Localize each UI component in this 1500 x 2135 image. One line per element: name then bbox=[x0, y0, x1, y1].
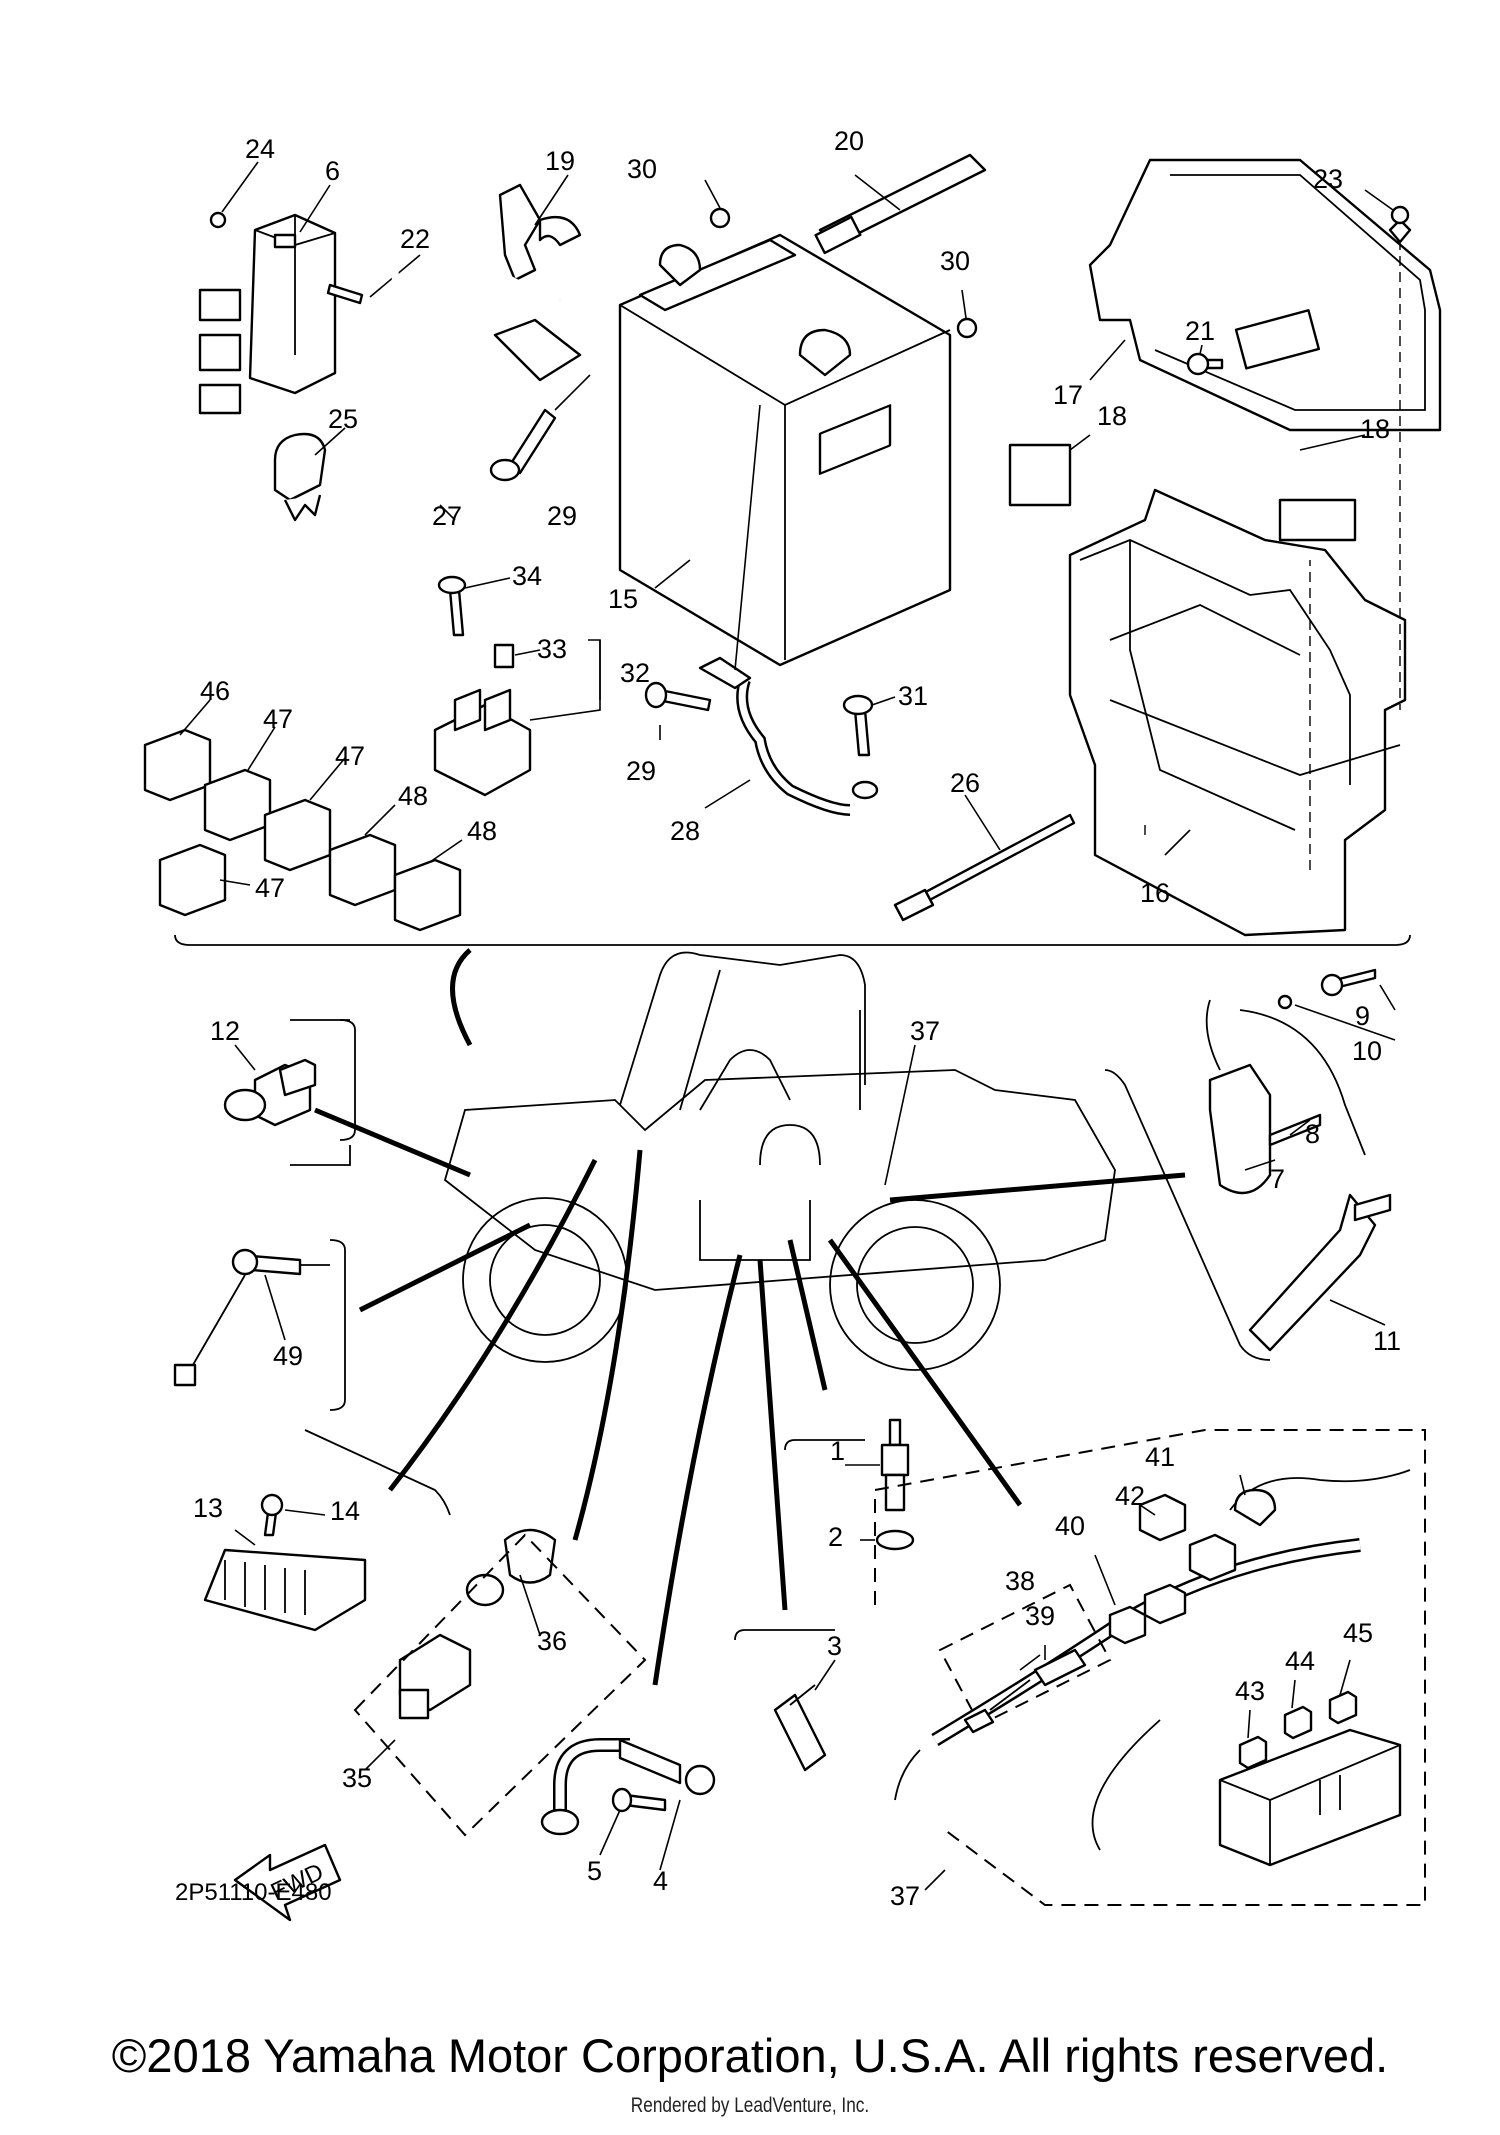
callout-1: 1 bbox=[830, 1436, 845, 1466]
callout-43: 43 bbox=[1235, 1676, 1265, 1706]
callout-14: 14 bbox=[330, 1496, 360, 1526]
callout-37b: 37 bbox=[890, 1881, 920, 1911]
callout-4: 4 bbox=[653, 1866, 668, 1896]
callout-16: 16 bbox=[1140, 878, 1170, 908]
battery-box-cover bbox=[1088, 158, 1442, 432]
callout-28: 28 bbox=[670, 816, 700, 846]
neutral-switch bbox=[398, 1528, 557, 1720]
callout-34: 34 bbox=[512, 561, 542, 591]
callout-8: 8 bbox=[1305, 1119, 1320, 1149]
callout-17: 17 bbox=[1053, 380, 1083, 410]
callout-26: 26 bbox=[950, 768, 980, 798]
sub-harness-39 bbox=[963, 1648, 1087, 1734]
callout-9: 9 bbox=[1355, 1001, 1370, 1031]
callout-31: 31 bbox=[898, 681, 928, 711]
bolt bbox=[489, 408, 557, 482]
drawing-code: 2P51110-E480 bbox=[175, 1879, 332, 1906]
callout-18b: 18 bbox=[1360, 414, 1390, 444]
callout-2: 2 bbox=[828, 1522, 843, 1552]
switch-12 bbox=[223, 1058, 317, 1127]
vehicle-outline bbox=[443, 951, 1116, 1371]
callout-47b: 47 bbox=[335, 741, 365, 771]
callout-27: 27 bbox=[432, 501, 462, 531]
battery-lead bbox=[698, 404, 879, 816]
spark-plug bbox=[875, 1418, 915, 1551]
callout-19: 19 bbox=[545, 146, 575, 176]
cable-clamp bbox=[498, 183, 582, 282]
callout-11: 11 bbox=[1373, 1326, 1401, 1356]
rendered-by-notice: Rendered by LeadVenture, Inc. bbox=[630, 2094, 870, 2117]
sensor-49 bbox=[173, 1248, 330, 1387]
callout-46: 46 bbox=[200, 676, 230, 706]
callout-48b: 48 bbox=[467, 816, 497, 846]
callout-25: 25 bbox=[328, 404, 358, 434]
callout-6: 6 bbox=[325, 156, 340, 186]
callout-18a: 18 bbox=[1097, 401, 1127, 431]
callout-42: 42 bbox=[1115, 1481, 1145, 1511]
callout-5: 5 bbox=[587, 1856, 602, 1886]
callout-24: 24 bbox=[245, 134, 275, 164]
callout-39: 39 bbox=[1025, 1601, 1055, 1631]
cable-tie bbox=[893, 813, 1076, 922]
ecu-unit bbox=[198, 211, 364, 415]
callout-29a: 29 bbox=[547, 501, 577, 531]
starter-relay bbox=[433, 575, 532, 797]
callout-20: 20 bbox=[834, 126, 864, 156]
relay-set bbox=[143, 728, 462, 932]
callout-49: 49 bbox=[273, 1341, 303, 1371]
callout-48a: 48 bbox=[398, 781, 428, 811]
callout-15: 15 bbox=[608, 584, 638, 614]
callout-47a: 47 bbox=[263, 704, 293, 734]
rectifier-regulator bbox=[203, 1493, 367, 1632]
callout-30a: 30 bbox=[627, 154, 657, 184]
callout-41: 41 bbox=[1145, 1442, 1175, 1472]
callout-7: 7 bbox=[1270, 1164, 1285, 1194]
battery-band bbox=[814, 153, 987, 255]
copyright-notice: ©2018 Yamaha Motor Corporation, U.S.A. A… bbox=[111, 2029, 1389, 2082]
callout-29b: 29 bbox=[626, 756, 656, 786]
callout-35: 35 bbox=[342, 1763, 372, 1793]
callout-37a: 37 bbox=[910, 1016, 940, 1046]
ignition-coil bbox=[1205, 968, 1392, 1352]
callout-32: 32 bbox=[620, 658, 650, 688]
wire-clip bbox=[273, 432, 327, 522]
callout-10: 10 bbox=[1352, 1036, 1382, 1066]
callout-21: 21 bbox=[1185, 316, 1215, 346]
callout-36: 36 bbox=[537, 1626, 567, 1656]
callout-40: 40 bbox=[1055, 1511, 1085, 1541]
callout-38: 38 bbox=[1005, 1566, 1035, 1596]
callout-44: 44 bbox=[1285, 1646, 1315, 1676]
callout-33: 33 bbox=[537, 634, 567, 664]
callout-13: 13 bbox=[193, 1493, 223, 1523]
callout-labels: 24 6 22 19 30 20 30 23 25 17 18 21 18 27… bbox=[175, 126, 1401, 1911]
speed-sensor bbox=[540, 1738, 716, 1836]
glow-plug bbox=[773, 1684, 827, 1772]
callout-23: 23 bbox=[1313, 164, 1343, 194]
wire-harness bbox=[874, 1429, 1426, 1906]
callout-22: 22 bbox=[400, 224, 430, 254]
callout-12: 12 bbox=[210, 1016, 240, 1046]
callout-47c: 47 bbox=[255, 873, 285, 903]
callout-3: 3 bbox=[827, 1631, 842, 1661]
callout-30b: 30 bbox=[940, 246, 970, 276]
callout-45: 45 bbox=[1343, 1618, 1373, 1648]
battery bbox=[618, 233, 952, 667]
battery-box bbox=[1068, 488, 1407, 937]
